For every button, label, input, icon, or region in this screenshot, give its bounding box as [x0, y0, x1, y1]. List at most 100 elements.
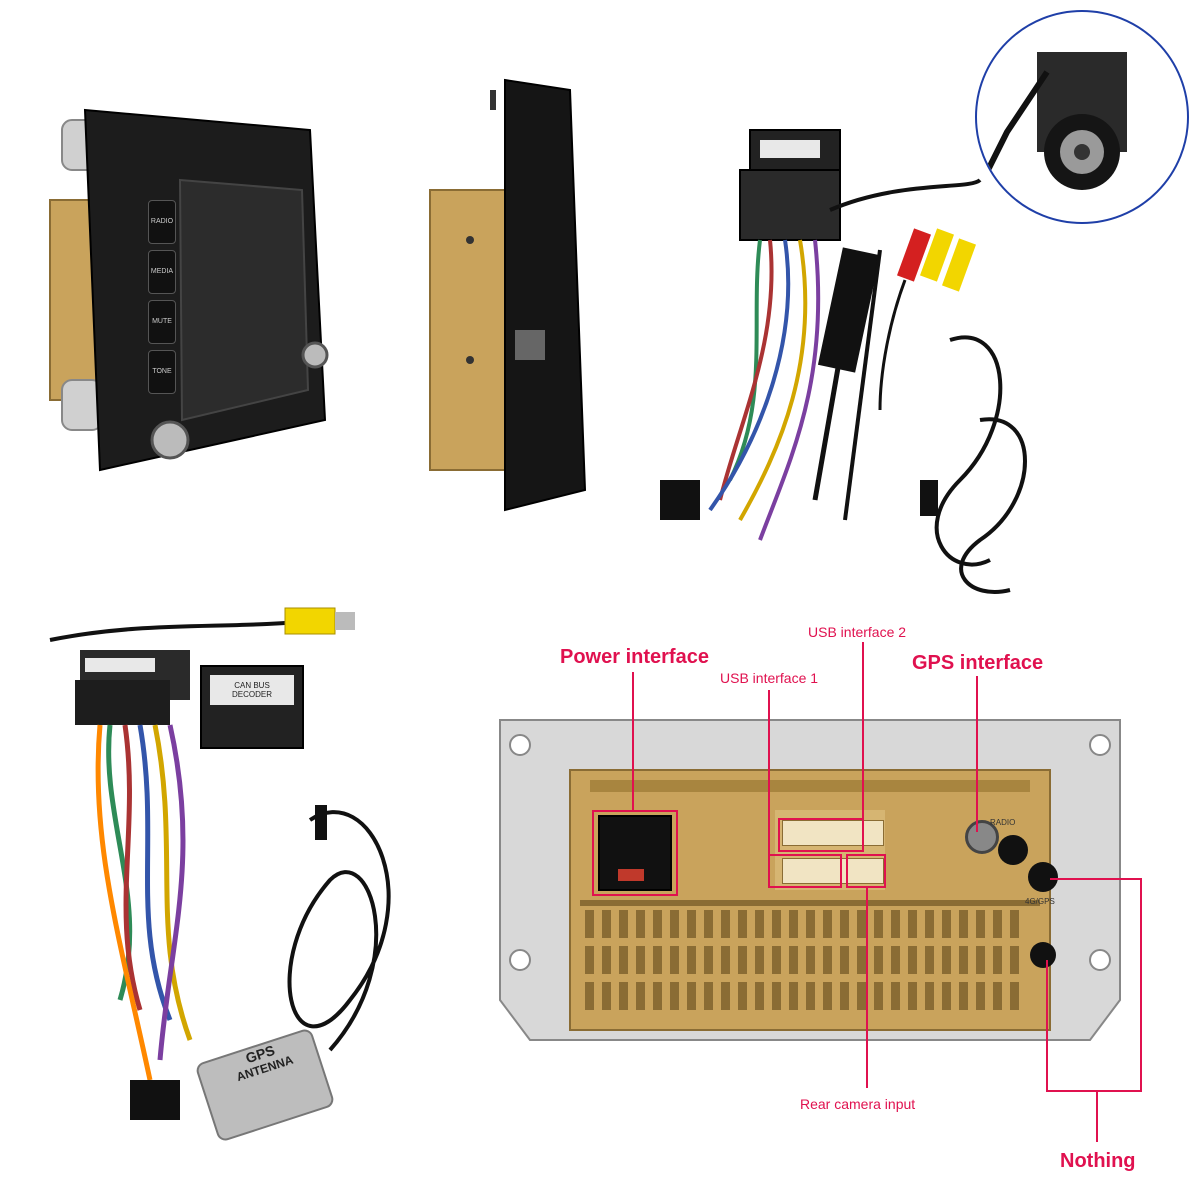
- vent-slot: [721, 946, 730, 974]
- vent-slot: [687, 946, 696, 974]
- vent-slots: [585, 910, 1035, 1020]
- vent-slot: [806, 946, 815, 974]
- vent-slot: [738, 982, 747, 1010]
- radio-button[interactable]: RADIO: [148, 200, 176, 244]
- vent-slot: [619, 910, 628, 938]
- vent-slot: [925, 982, 934, 1010]
- antenna-connector-inset: [975, 10, 1189, 224]
- head-unit-side-photo: [420, 70, 600, 520]
- vent-slot: [585, 910, 594, 938]
- vent-slot: [772, 946, 781, 974]
- gps-callout-line: [976, 676, 978, 832]
- vent-slot: [755, 910, 764, 938]
- vent-slot: [942, 982, 951, 1010]
- vent-slot: [891, 982, 900, 1010]
- vent-slot: [755, 982, 764, 1010]
- gps-interface-label: GPS interface: [912, 652, 1044, 674]
- vent-slot: [738, 946, 747, 974]
- vent-slot: [602, 946, 611, 974]
- vent-slot: [670, 982, 679, 1010]
- canbus-harness-photo: CAN BUS DECODER GPS ANTENNA: [30, 580, 460, 1190]
- vent-slot: [772, 910, 781, 938]
- usb-connector-lower: [782, 858, 884, 884]
- nothing-label: Nothing: [1060, 1150, 1136, 1172]
- power-interface-label: Power interface: [560, 646, 709, 668]
- vent-slot: [959, 946, 968, 974]
- power-interface-highlight: [592, 810, 678, 896]
- vent-slot: [993, 982, 1002, 1010]
- tone-button[interactable]: TONE: [148, 350, 176, 394]
- vent-slot: [653, 946, 662, 974]
- vent-slot: [806, 982, 815, 1010]
- nothing-callout-v1: [1046, 960, 1048, 1092]
- vent-slot: [755, 946, 764, 974]
- gps-jack: [1028, 862, 1058, 892]
- vent-slot: [823, 946, 832, 974]
- vent-slot: [874, 946, 883, 974]
- vent-slot: [959, 982, 968, 1010]
- vent-slot: [840, 946, 849, 974]
- vent-slot: [840, 910, 849, 938]
- vent-slot: [1010, 946, 1019, 974]
- vent-slot: [806, 910, 815, 938]
- media-button[interactable]: MEDIA: [148, 250, 176, 294]
- power-callout-line: [632, 672, 634, 812]
- vent-slot: [585, 946, 594, 974]
- usb-connector-upper: [782, 820, 884, 846]
- vent-slot: [636, 946, 645, 974]
- vent-slot: [704, 946, 713, 974]
- vent-slot: [687, 910, 696, 938]
- vent-slot: [925, 910, 934, 938]
- vent-slot: [585, 982, 594, 1010]
- vent-slot: [738, 910, 747, 938]
- vent-slot: [1010, 982, 1019, 1010]
- usb-interface-2-label: USB interface 2: [808, 624, 907, 640]
- rear-camera-input-label: Rear camera input: [800, 1096, 916, 1112]
- spare-jack: [1030, 942, 1056, 968]
- rear-camera-callout-line: [866, 888, 868, 1088]
- vent-slot: [823, 982, 832, 1010]
- rear-camera-highlight: [846, 854, 886, 888]
- vent-slot: [874, 910, 883, 938]
- vent-slot: [721, 982, 730, 1010]
- head-unit-front-photo: RADIO MEDIA MUTE TONE: [40, 90, 340, 480]
- mute-button[interactable]: MUTE: [148, 300, 176, 344]
- usb2-callout-line: [862, 642, 864, 820]
- vent-slot: [857, 946, 866, 974]
- vent-slot: [772, 982, 781, 1010]
- vent-slot: [602, 982, 611, 1010]
- vent-slot: [653, 982, 662, 1010]
- usb2-highlight: [778, 818, 864, 852]
- vent-slot: [908, 946, 917, 974]
- vent-slot: [976, 910, 985, 938]
- nothing-callout-h2: [1050, 878, 1142, 880]
- usb1-callout-line: [768, 690, 770, 856]
- power-connector: [598, 815, 672, 891]
- vent-slot: [908, 910, 917, 938]
- vent-slot: [857, 982, 866, 1010]
- vent-slot: [636, 982, 645, 1010]
- vent-slot: [789, 982, 798, 1010]
- vent-slot: [704, 982, 713, 1010]
- vent-slot: [976, 982, 985, 1010]
- gps-mark: 4G/GPS: [1025, 897, 1055, 906]
- vent-slot: [602, 910, 611, 938]
- vent-slot: [942, 946, 951, 974]
- vent-slot: [857, 910, 866, 938]
- vent-slot: [619, 946, 628, 974]
- vent-slot: [636, 910, 645, 938]
- vent-slot: [959, 910, 968, 938]
- vent-slot: [789, 946, 798, 974]
- vent-slot: [976, 946, 985, 974]
- usb1-highlight: [768, 854, 842, 888]
- vent-slot: [704, 910, 713, 938]
- vent-slot: [908, 982, 917, 1010]
- vent-slot: [993, 946, 1002, 974]
- vent-slot: [1010, 910, 1019, 938]
- rear-panel-photo: RADIO 4G/GPS: [490, 700, 1130, 1060]
- vent-slot: [942, 910, 951, 938]
- vent-slot: [653, 910, 662, 938]
- wiring-harness-photo: [650, 120, 1050, 610]
- vent-slot: [670, 910, 679, 938]
- usb-interface-1-label: USB interface 1: [720, 670, 819, 686]
